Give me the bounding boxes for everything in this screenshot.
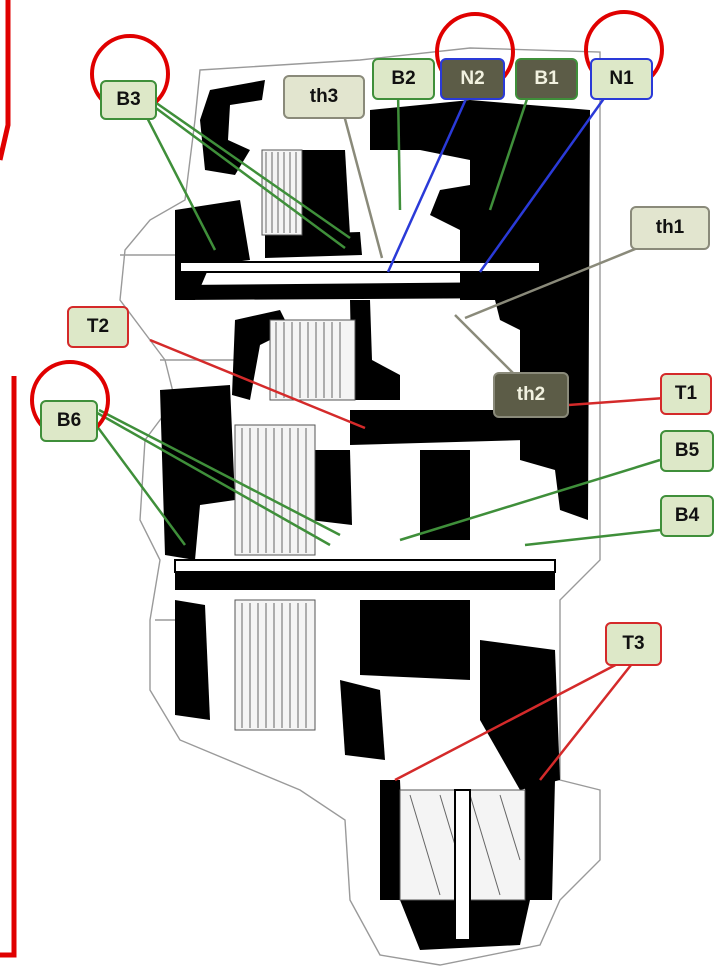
label-b1: B1	[515, 58, 578, 100]
label-t1: T1	[660, 373, 712, 415]
label-b4: B4	[660, 495, 714, 537]
leader-lines-bearing	[83, 89, 661, 547]
label-b5: B5	[660, 430, 714, 472]
label-t3: T3	[605, 622, 662, 666]
label-b3: B3	[100, 80, 157, 120]
label-th2: th2	[493, 372, 569, 418]
label-th3: th3	[283, 75, 365, 119]
leader-lines-needle	[386, 89, 612, 273]
frame-lines	[0, 0, 17, 958]
label-t2: T2	[67, 306, 129, 348]
shafts	[174, 261, 556, 941]
leader-lines-thrust	[338, 99, 646, 381]
label-th1: th1	[630, 206, 710, 250]
label-b6: B6	[40, 400, 98, 442]
label-n2: N2	[440, 58, 505, 100]
label-n1: N1	[590, 58, 653, 100]
label-b2: B2	[372, 58, 435, 100]
